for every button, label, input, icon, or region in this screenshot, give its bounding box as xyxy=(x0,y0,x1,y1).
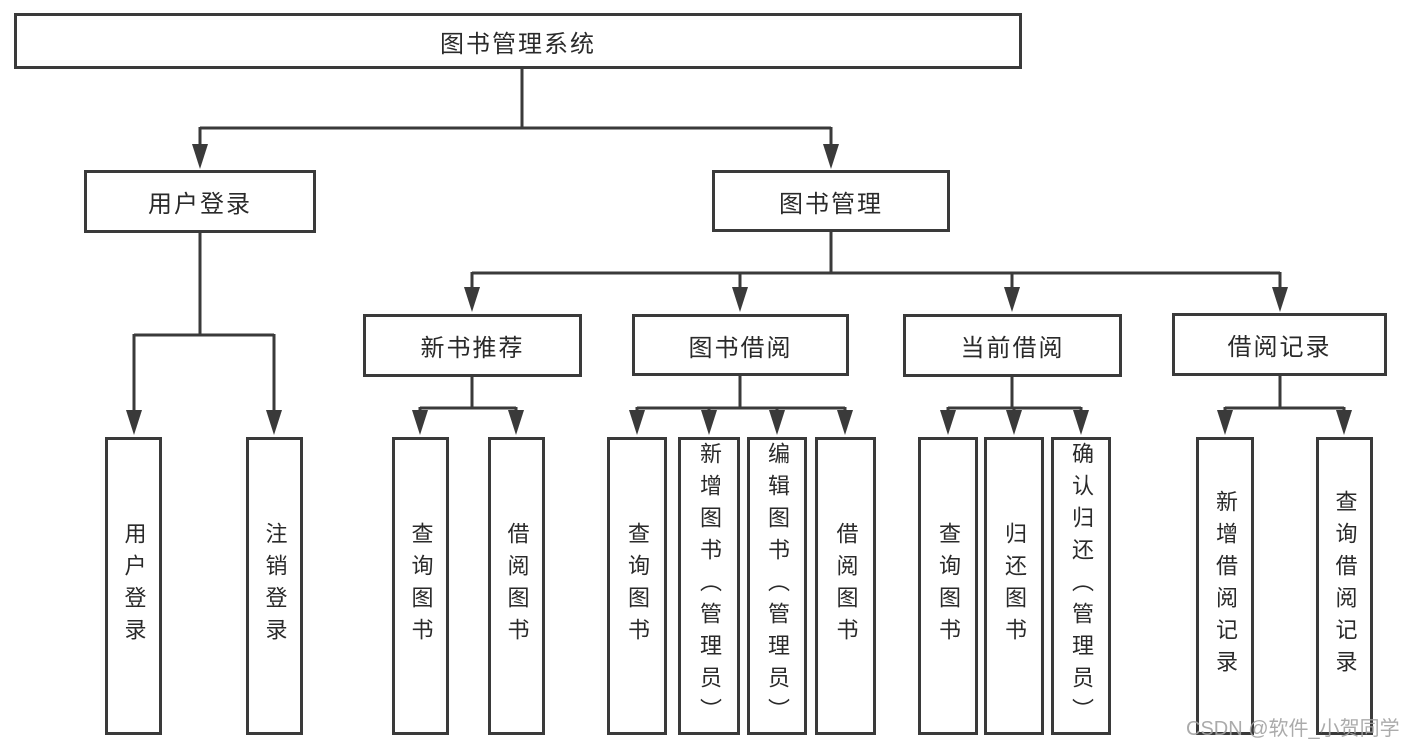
arrow-to-leaf-br-query xyxy=(1336,410,1352,435)
arrow-to-leaf-rec-borrow xyxy=(508,410,524,435)
leaf-logout-label: 注销登录 xyxy=(262,522,288,650)
connector-borrow-records xyxy=(1223,376,1346,413)
node-new-book-recommendation: 新书推荐 xyxy=(363,314,582,377)
leaf-recommend-borrow-books-label: 借阅图书 xyxy=(504,522,530,650)
leaf-borrowing-edit-books-admin-label: 编辑图书（管理员） xyxy=(765,442,790,730)
node-borrowing-records: 借阅记录 xyxy=(1172,313,1387,376)
leaf-records-query-borrow-record: 查询借阅记录 xyxy=(1316,437,1373,735)
leaf-records-add-borrow-record-label: 新增借阅记录 xyxy=(1213,490,1238,682)
leaf-borrowing-borrow-books-label: 借阅图书 xyxy=(833,522,859,650)
csdn-watermark: CSDN @软件_小贺同学 xyxy=(1186,718,1400,740)
arrow-to-leaf-bb-borrow xyxy=(837,410,853,435)
leaf-recommend-query-books: 查询图书 xyxy=(392,437,449,735)
leaf-recommend-query-books-label: 查询图书 xyxy=(408,522,434,650)
leaf-borrowing-borrow-books: 借阅图书 xyxy=(815,437,876,735)
leaf-current-query-books-label: 查询图书 xyxy=(936,522,961,650)
leaf-current-return-books: 归还图书 xyxy=(984,437,1044,735)
arrow-to-current-borrow xyxy=(1004,287,1020,312)
leaf-user-login: 用户登录 xyxy=(105,437,162,735)
connector-new-book xyxy=(418,377,518,413)
arrow-to-leaf-bb-add xyxy=(701,410,717,435)
arrow-to-leaf-user-login xyxy=(126,410,142,435)
node-book-management: 图书管理 xyxy=(712,170,950,232)
arrow-to-book-borrow xyxy=(732,287,748,312)
arrow-to-new-book xyxy=(464,287,480,312)
leaf-borrowing-query-books-label: 查询图书 xyxy=(625,522,650,650)
connector-user-login xyxy=(132,233,276,412)
node-user-login: 用户登录 xyxy=(84,170,316,233)
connector-root xyxy=(198,69,833,147)
leaf-borrowing-query-books: 查询图书 xyxy=(607,437,667,735)
arrow-to-leaf-bb-edit xyxy=(769,410,785,435)
node-library-management-system: 图书管理系统 xyxy=(14,13,1022,69)
leaf-user-login-label: 用户登录 xyxy=(121,522,147,650)
leaf-borrowing-edit-books-admin: 编辑图书（管理员） xyxy=(747,437,807,735)
arrow-to-leaf-bb-query xyxy=(629,410,645,435)
node-current-borrowing: 当前借阅 xyxy=(903,314,1122,377)
leaf-borrowing-add-books-admin: 新增图书（管理员） xyxy=(678,437,740,735)
arrow-to-leaf-br-add xyxy=(1217,410,1233,435)
arrow-to-leaf-rec-query xyxy=(412,410,428,435)
leaf-current-confirm-return-admin-label: 确认归还（管理员） xyxy=(1069,442,1094,730)
leaf-current-confirm-return-admin: 确认归还（管理员） xyxy=(1051,437,1111,735)
leaf-records-add-borrow-record: 新增借阅记录 xyxy=(1196,437,1254,735)
leaf-current-return-books-label: 归还图书 xyxy=(1002,522,1027,650)
leaf-logout: 注销登录 xyxy=(246,437,303,735)
arrow-to-book-management xyxy=(823,144,839,169)
node-book-borrowing: 图书借阅 xyxy=(632,314,849,376)
arrow-to-borrow-records xyxy=(1272,287,1288,312)
arrow-to-leaf-cb-return xyxy=(1006,410,1022,435)
arrow-to-leaf-cb-query xyxy=(940,410,956,435)
leaf-records-query-borrow-record-label: 查询借阅记录 xyxy=(1332,490,1358,682)
connector-book-borrow xyxy=(635,376,847,413)
leaf-current-query-books: 查询图书 xyxy=(918,437,978,735)
connector-current-borrow xyxy=(946,377,1083,413)
arrow-to-leaf-logout xyxy=(266,410,282,435)
arrow-to-user-login xyxy=(192,144,208,169)
leaf-borrowing-add-books-admin-label: 新增图书（管理员） xyxy=(697,442,722,730)
leaf-recommend-borrow-books: 借阅图书 xyxy=(488,437,545,735)
connector-book-management xyxy=(470,232,1282,288)
arrow-to-leaf-cb-confirm xyxy=(1073,410,1089,435)
